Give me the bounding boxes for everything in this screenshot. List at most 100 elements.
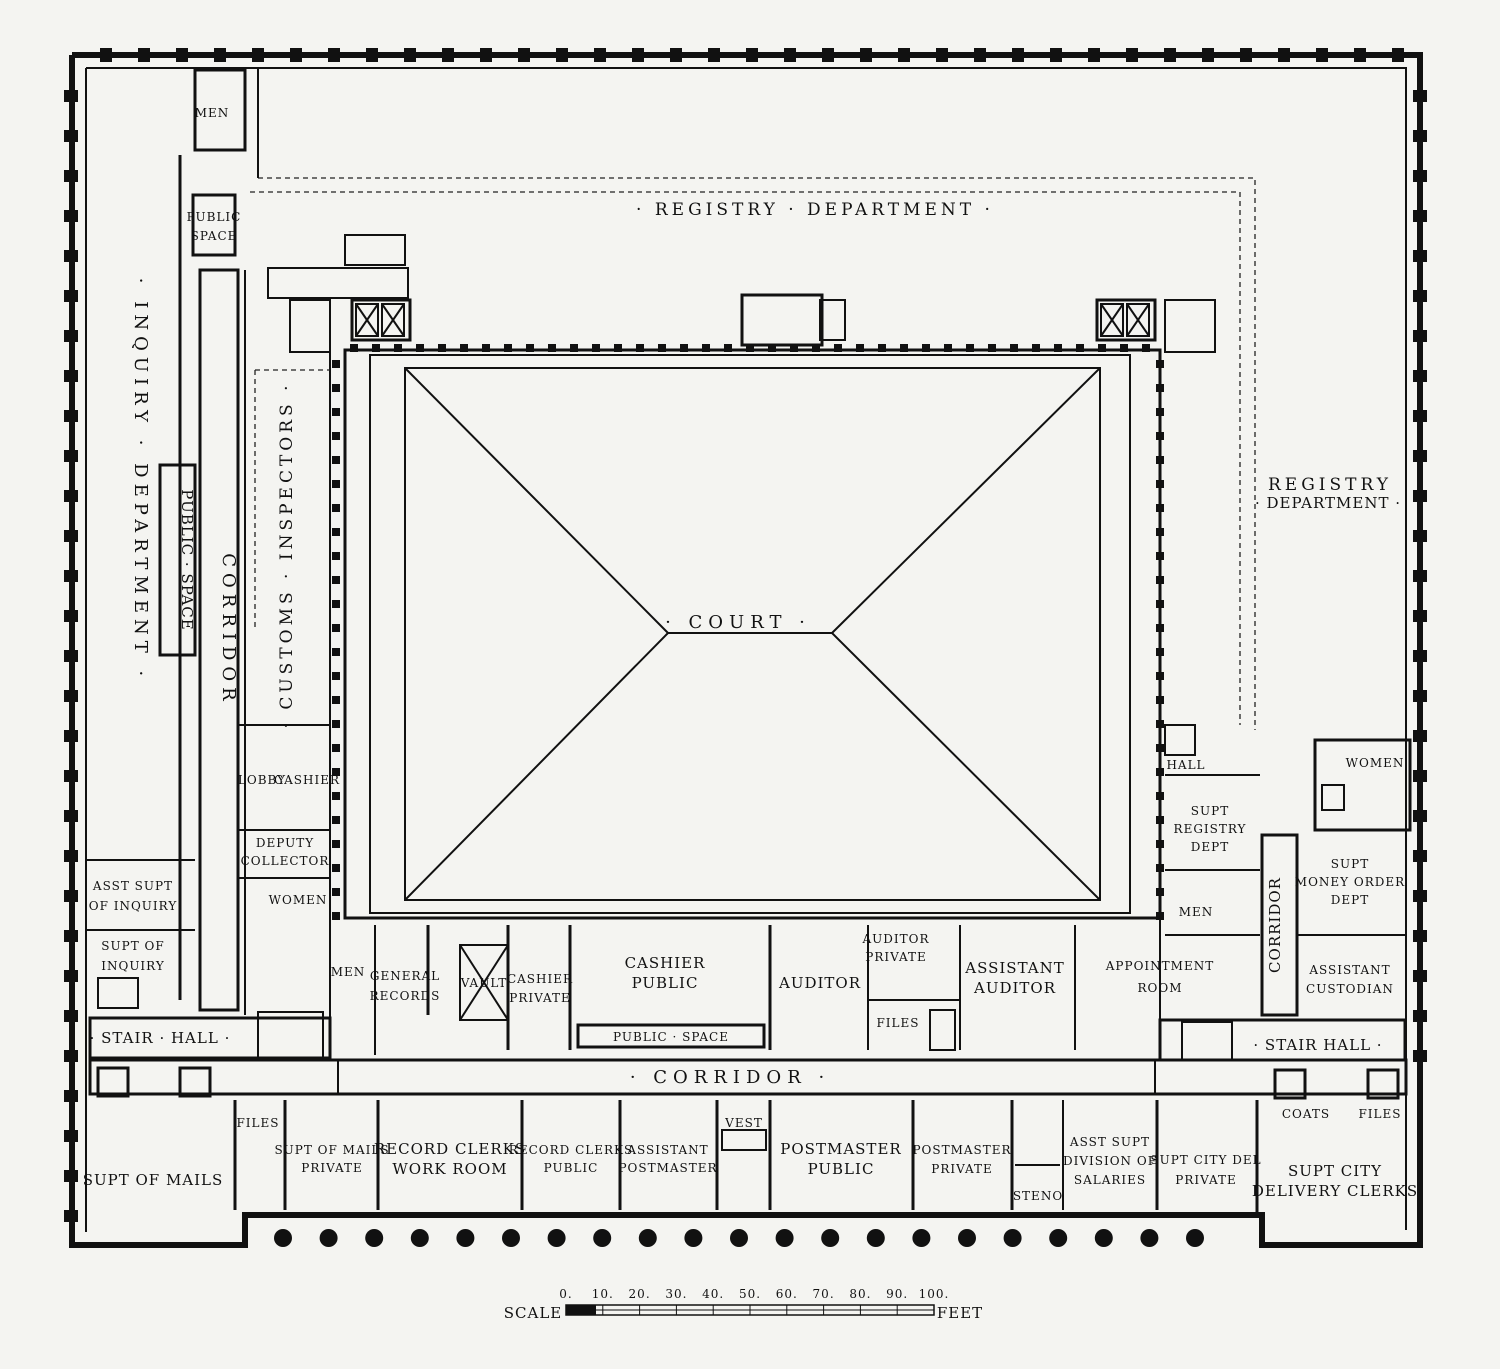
column — [410, 1229, 429, 1247]
pier — [64, 210, 78, 222]
corridor-left-vertical: CORRIDOR — [218, 553, 239, 707]
colonnade-columns — [274, 1229, 1204, 1247]
pier — [1413, 90, 1427, 102]
pier — [350, 344, 358, 352]
lobby-label: LOBBY — [238, 773, 286, 787]
pier — [548, 344, 556, 352]
pier — [332, 384, 340, 392]
pier — [366, 48, 378, 62]
public-space-center-label: PUBLIC · SPACE — [613, 1030, 729, 1044]
pier — [372, 344, 380, 352]
pier — [332, 672, 340, 680]
scale-unit-label: FEET — [937, 1304, 983, 1322]
pier — [176, 48, 188, 62]
assistant-postmaster-l1: ASSISTANT — [626, 1143, 708, 1157]
pier — [878, 344, 886, 352]
pier — [64, 130, 78, 142]
customs-inspectors: · CUSTOMS · INSPECTORS · — [277, 382, 297, 729]
pier — [1164, 48, 1176, 62]
column — [274, 1229, 292, 1247]
bottom-corridor-walls — [88, 1058, 1408, 1096]
pier — [64, 770, 78, 782]
pier — [64, 370, 78, 382]
women-right-label: WOMEN — [1346, 756, 1405, 770]
pier — [812, 344, 820, 352]
record-clerks-public-l1: RECORD CLERKS — [509, 1143, 633, 1157]
pier — [64, 1010, 78, 1022]
corridor-right-vertical: CORRIDOR — [1266, 877, 1284, 973]
pier — [64, 250, 78, 262]
cashier-left-label: CASHIER — [274, 773, 340, 787]
pier — [332, 744, 340, 752]
pier — [332, 480, 340, 488]
scale-tick: 100. — [919, 1287, 950, 1301]
scale-tick: 0. — [559, 1287, 572, 1301]
postmaster-private-l2: PRIVATE — [931, 1162, 992, 1176]
pier — [332, 624, 340, 632]
men-top-label: MEN — [195, 106, 230, 120]
public-space-vertical: PUBLIC · SPACE — [178, 489, 196, 630]
pier — [1142, 344, 1150, 352]
pier — [1413, 570, 1427, 582]
general-records-l2: RECORDS — [370, 989, 441, 1003]
pier — [64, 1130, 78, 1142]
pier — [482, 344, 490, 352]
pier — [290, 48, 302, 62]
pier — [1413, 490, 1427, 502]
assistant-auditor-l1: ASSISTANT — [964, 959, 1064, 977]
scale-tick: 50. — [739, 1287, 761, 1301]
pier — [1413, 930, 1427, 942]
scale-tick: 20. — [629, 1287, 651, 1301]
pier — [332, 792, 340, 800]
supt-city-delivery-l2: DELIVERY CLERKS — [1252, 1182, 1418, 1200]
pier — [790, 344, 798, 352]
postmaster-private-l1: POSTMASTER — [912, 1143, 1011, 1157]
record-clerks-work-l2: WORK ROOM — [392, 1160, 507, 1178]
pier — [332, 456, 340, 464]
registry-right-line1: REGISTRY — [1268, 475, 1392, 495]
pier — [708, 48, 720, 62]
pier — [1413, 770, 1427, 782]
pier — [1413, 290, 1427, 302]
column — [1049, 1229, 1068, 1247]
supt-city-del-l1: SUPT CITY DEL — [1150, 1153, 1261, 1167]
scale-label: SCALE — [504, 1304, 563, 1322]
pier — [1392, 48, 1404, 62]
column — [866, 1229, 885, 1247]
public-space-box-l2: SPACE — [191, 229, 238, 243]
pier — [252, 48, 264, 62]
men-right-label: MEN — [1179, 905, 1214, 919]
pier — [1076, 344, 1084, 352]
auditor-private-l2: PRIVATE — [865, 950, 926, 964]
assistant-custodian-l1: ASSISTANT — [1308, 963, 1390, 977]
pier — [64, 170, 78, 182]
pier — [1413, 850, 1427, 862]
registry-department-top: · REGISTRY · DEPARTMENT · — [636, 200, 994, 220]
pier — [1120, 344, 1128, 352]
pier — [1413, 650, 1427, 662]
pier — [1088, 48, 1100, 62]
pier — [746, 344, 754, 352]
pier — [332, 840, 340, 848]
pier — [518, 48, 530, 62]
pier — [1413, 970, 1427, 982]
column — [547, 1229, 566, 1247]
pier — [636, 344, 644, 352]
room-labels: · REGISTRY · DEPARTMENT · REGISTRY · DEP… — [83, 106, 1418, 1203]
deputy-collector-l1: DEPUTY — [256, 836, 314, 850]
pier — [1413, 1010, 1427, 1022]
pier — [988, 344, 996, 352]
stair-hall-right-label: · STAIR HALL · — [1253, 1036, 1382, 1054]
appointment-room-l2: ROOM — [1138, 981, 1183, 995]
pier — [822, 48, 834, 62]
scale-bar: SCALE 0.10.20.30.40.50.60.70.80.90.100. … — [504, 1287, 983, 1322]
pier — [332, 768, 340, 776]
asst-supt-salaries-l2: DIVISION OF — [1063, 1154, 1157, 1168]
scale-tick: 90. — [886, 1287, 908, 1301]
pier — [860, 48, 872, 62]
pier — [332, 576, 340, 584]
public-space-box-l1: PUBLIC — [187, 210, 242, 224]
pier — [1413, 890, 1427, 902]
supt-city-delivery-l1: SUPT CITY — [1288, 1162, 1382, 1180]
pier — [784, 48, 796, 62]
